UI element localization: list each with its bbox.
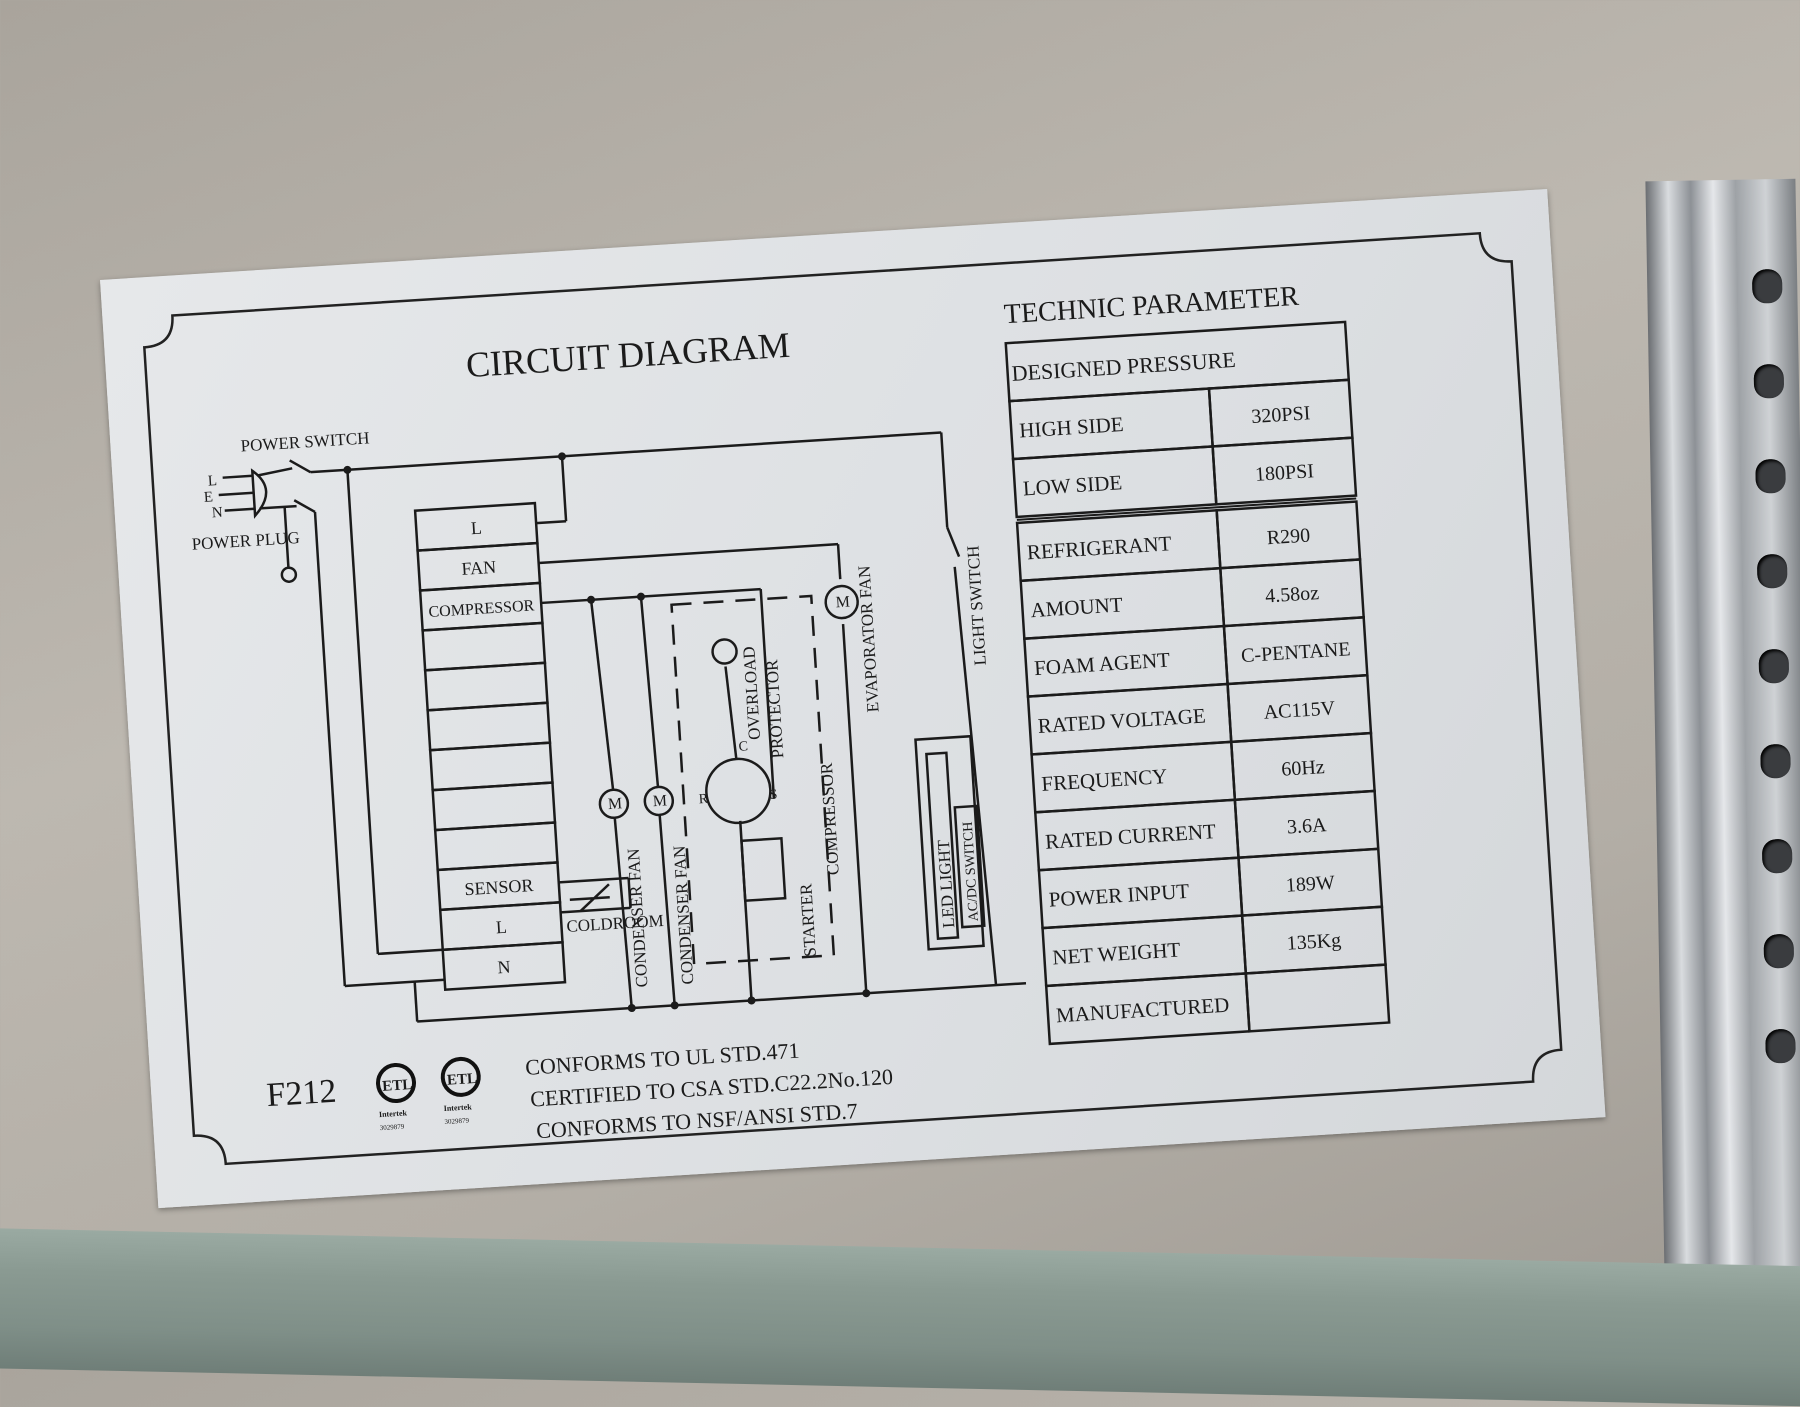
compressor-label: COMPRESSOR (817, 762, 843, 876)
rail-slot (1765, 1028, 1796, 1064)
parameter-label: FREQUENCY (1041, 764, 1168, 796)
rail-slot (1758, 648, 1790, 684)
parameter-label: RATED VOLTAGE (1037, 703, 1206, 738)
parameter-value: 3.6A (1286, 814, 1327, 838)
model-number: F212 (265, 1073, 337, 1114)
power-plug-label: POWER PLUG (191, 528, 300, 554)
power-switch-label: POWER SWITCH (240, 428, 370, 455)
parameter-value: 60Hz (1281, 756, 1326, 781)
pin-s: S (769, 787, 778, 802)
overload-label: OVERLOAD (739, 646, 764, 741)
parameter-label: RATED CURRENT (1044, 819, 1216, 854)
terminal-label: N (497, 957, 511, 978)
parameter-label: POWER INPUT (1048, 879, 1190, 912)
parameter-value: 180PSI (1254, 460, 1314, 486)
evaporator-fan-label: EVAPORATOR FAN (854, 565, 882, 713)
table-value-cell (1244, 963, 1391, 1033)
terminal-label: L (495, 917, 507, 938)
rail-slot (1760, 743, 1791, 779)
coldroom-label: COLDROOM (566, 911, 664, 936)
parameter-label: MANUFACTURED (1055, 993, 1230, 1028)
table-divider (1016, 497, 1357, 521)
parameter-value: R290 (1266, 525, 1311, 550)
rail-slot (1755, 458, 1786, 494)
diagram-canvas: CIRCUIT DIAGRAM (142, 231, 1563, 1166)
metal-shelf-rail (1645, 178, 1800, 1282)
terminal-label: COMPRESSOR (428, 597, 535, 621)
designed-pressure-label: DESIGNED PRESSURE (1011, 347, 1236, 386)
light-switch-label: LIGHT SWITCH (963, 545, 990, 666)
table-value-cell (1211, 436, 1358, 506)
parameter-value: C-PENTANE (1240, 638, 1351, 667)
pin-c: C (738, 739, 748, 755)
rail-slot (1763, 933, 1795, 969)
parameter-value: AC115V (1263, 697, 1336, 723)
condenser-fan-label-2: CONDENSER FAN (670, 845, 698, 985)
rail-slot (1761, 838, 1793, 874)
svg-text:ETL: ETL (446, 1071, 477, 1089)
terminal-label: FAN (461, 557, 497, 579)
parameters-title: TECHNIC PARAMETER (1003, 281, 1300, 331)
parameters-table: DESIGNED PRESSURE HIGH SIDE 320PSI LOW SIDE… (1004, 320, 1391, 1046)
parameter-value: 189W (1285, 872, 1335, 897)
parameter-label: LOW SIDE (1022, 470, 1123, 500)
pin-e: E (203, 489, 213, 506)
diagram-title: CIRCUIT DIAGRAM (465, 325, 791, 385)
motor-symbol: M (835, 594, 850, 612)
junction-dots (343, 452, 871, 1013)
parameter-value: 320PSI (1251, 402, 1311, 428)
pin-r: R (698, 792, 709, 808)
terminal-label: L (470, 518, 482, 539)
svg-text:Intertek: Intertek (379, 1108, 408, 1119)
terminal-row (441, 940, 567, 992)
terminal-label: SENSOR (464, 875, 534, 899)
parameter-label: HIGH SIDE (1019, 412, 1125, 443)
motor-symbol: M (652, 792, 667, 810)
rail-slot (1756, 553, 1788, 589)
parameter-label: AMOUNT (1030, 592, 1124, 622)
etl-logo: ETL Intertek 3029879 (440, 1056, 481, 1126)
shelf-edge (0, 1228, 1800, 1407)
etl-logo: ETL Intertek 3029879 (376, 1062, 417, 1133)
label-border (142, 231, 1563, 1166)
parameter-value: 4.58oz (1265, 582, 1320, 607)
parameter-label: REFRIGERANT (1026, 531, 1172, 564)
parameter-value: 135Kg (1286, 929, 1342, 954)
rail-slot (1753, 364, 1785, 399)
svg-text:3029879: 3029879 (444, 1116, 469, 1126)
svg-text:Intertek: Intertek (443, 1102, 472, 1113)
parameter-label: NET WEIGHT (1052, 938, 1182, 970)
svg-text:3029879: 3029879 (380, 1123, 405, 1133)
acdc-switch-label: AC/DC SWITCH (961, 821, 982, 922)
protector-label: PROTECTOR (762, 658, 787, 759)
circuit-diagram-label: CIRCUIT DIAGRAM (100, 188, 1606, 1209)
svg-text:ETL: ETL (382, 1077, 413, 1095)
pin-l: L (207, 473, 217, 490)
rail-slot (1751, 269, 1783, 304)
starter-label: STARTER (796, 882, 820, 957)
pin-n: N (211, 505, 223, 522)
parameter-label: FOAM AGENT (1033, 648, 1170, 680)
wiring (218, 431, 1027, 1023)
motor-symbol: M (607, 795, 622, 813)
